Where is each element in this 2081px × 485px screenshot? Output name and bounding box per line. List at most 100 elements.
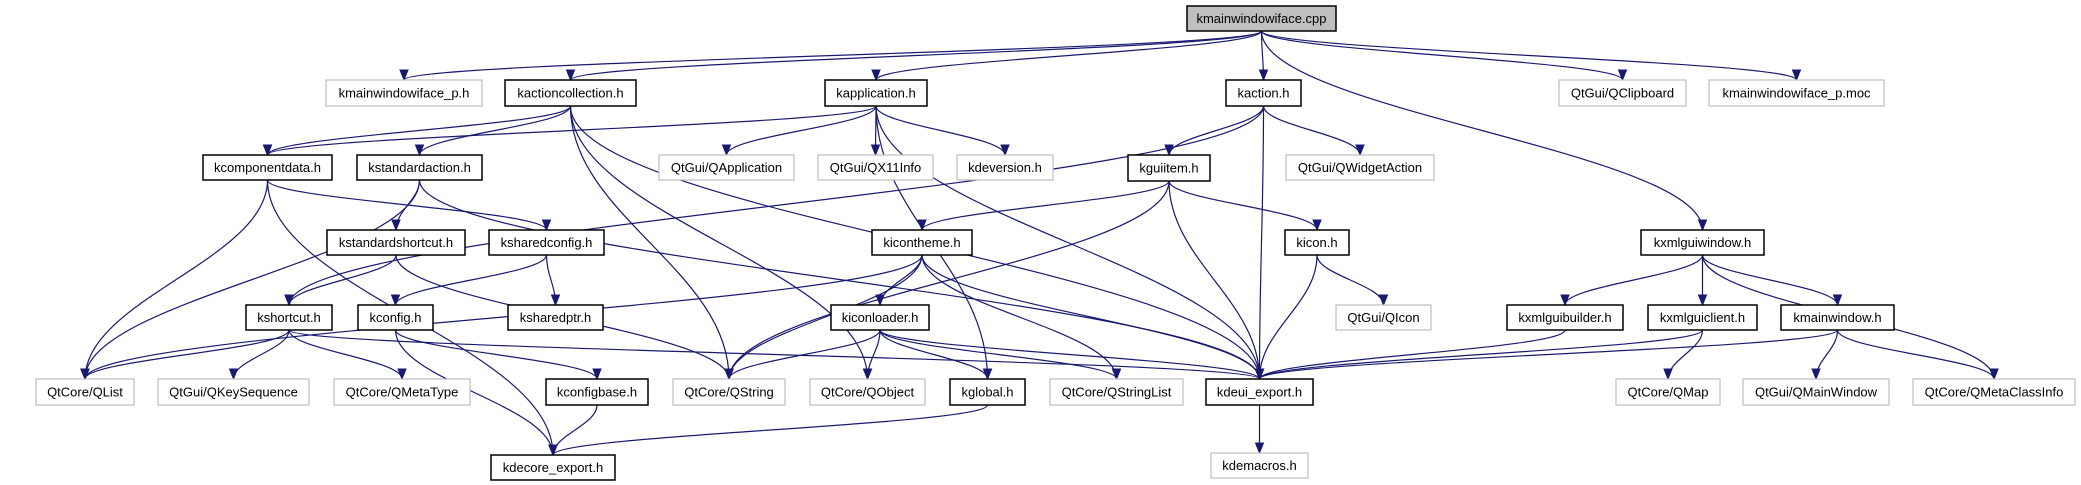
node-kguiitem[interactable]: kguiitem.h: [1127, 154, 1211, 182]
node-box: [325, 79, 483, 107]
edge-line: [728, 329, 881, 380]
arrowhead-icon: [1663, 368, 1673, 381]
edge-line: [1564, 254, 1704, 306]
node-kdeversion: kdeversion.h: [956, 154, 1054, 181]
edge-line: [1258, 329, 1566, 380]
arrowhead-icon: [1697, 294, 1708, 307]
node-box: [1205, 378, 1314, 406]
arrowhead-icon: [1355, 144, 1365, 157]
node-kconfigbase[interactable]: kconfigbase.h: [545, 378, 649, 406]
node-kactioncollection[interactable]: kactioncollection.h: [504, 79, 637, 107]
node-root[interactable]: kmainwindowiface.cpp: [1186, 5, 1337, 32]
edge-root-to-kmainwindowiface-p-h: [399, 30, 1263, 82]
edge-kaction-to-kguiitem: [1164, 105, 1265, 157]
node-label: kconfigbase.h: [557, 385, 637, 400]
edge-kshortcut-to-qmetatype: [288, 329, 407, 381]
edge-line: [921, 254, 1118, 380]
node-kxmlguiwindow[interactable]: kxmlguiwindow.h: [1640, 229, 1765, 256]
node-box: [1708, 79, 1885, 107]
node-kmainwindowiface-p-h: kmainwindowiface_p.h: [325, 79, 483, 107]
edge-kxmlguiclient-to-kdeui-export: [1254, 329, 1704, 381]
edge-kstandardaction-to-qlist: [80, 179, 421, 381]
node-qstringlist: QtCore/QStringList: [1049, 378, 1184, 406]
node-kstandardshortcut[interactable]: kstandardshortcut.h: [326, 229, 466, 256]
node-kxmlguiclient[interactable]: kxmlguiclient.h: [1647, 304, 1758, 331]
edge-kmainwindow-to-qmainwindow: [1811, 329, 1839, 381]
node-box: [1285, 154, 1435, 181]
node-label: QtGui/QX11Info: [830, 160, 922, 175]
node-qicon: QtGui/QIcon: [1335, 304, 1432, 331]
node-box: [326, 229, 466, 256]
edge-kmainwindow-to-kdeui-export: [1254, 329, 1839, 381]
node-qwidgetaction: QtGui/QWidgetAction: [1285, 154, 1435, 181]
node-label: kxmlguiclient.h: [1660, 310, 1745, 325]
node-box: [1284, 229, 1350, 256]
edge-kaction-to-qwidgetaction: [1262, 105, 1365, 157]
edge-line: [288, 329, 403, 380]
arrowhead-icon: [1378, 294, 1389, 307]
node-label: QtCore/QStringList: [1062, 385, 1172, 400]
node-box: [545, 378, 649, 406]
node-box: [357, 304, 434, 331]
node-kstandardaction[interactable]: kstandardaction.h: [356, 154, 483, 181]
arrowhead-icon: [724, 368, 734, 381]
edge-root-to-kapplication: [871, 30, 1263, 82]
node-kicontheme[interactable]: kicontheme.h: [871, 229, 973, 256]
edge-line: [84, 179, 269, 380]
node-ksharedptr[interactable]: ksharedptr.h: [507, 304, 604, 331]
node-layer: kmainwindowiface.cpp kmainwindowiface_p.h…: [35, 5, 2076, 481]
edge-root-to-kactioncollection: [565, 30, 1263, 82]
edge-line: [266, 105, 572, 156]
edge-line: [394, 329, 554, 456]
node-kconfig[interactable]: kconfig.h: [357, 304, 434, 331]
node-kapplication[interactable]: kapplication.h: [824, 79, 928, 107]
node-kaction[interactable]: kaction.h: [1225, 79, 1302, 107]
node-label: QtCore/QMetaClassInfo: [1925, 385, 2064, 400]
arrowhead-icon: [917, 219, 927, 232]
edge-kcomponentdata-to-ksharedconfig: [266, 179, 552, 232]
node-kglobal[interactable]: kglobal.h: [949, 378, 1026, 406]
node-qclipboard: QtGui/QClipboard: [1558, 79, 1687, 107]
edge-kapplication-to-kcomponentdata: [262, 105, 877, 157]
node-kcomponentdata[interactable]: kcomponentdata.h: [202, 154, 333, 181]
edge-line: [728, 254, 923, 380]
node-box: [1742, 378, 1890, 406]
edge-line: [1260, 30, 1798, 81]
node-qlist: QtCore/QList: [35, 378, 135, 406]
edge-line: [288, 105, 1265, 306]
node-label: kdecore_export.h: [503, 460, 603, 475]
edge-line: [569, 105, 730, 380]
node-label: kiconloader.h: [842, 310, 919, 325]
node-label: kdemacros.h: [1222, 458, 1296, 473]
node-box: [490, 454, 616, 481]
edge-line: [418, 179, 1261, 380]
node-box: [1049, 378, 1184, 406]
node-kiconloader[interactable]: kiconloader.h: [830, 304, 930, 331]
node-box: [809, 378, 926, 406]
arrowhead-icon: [399, 69, 409, 82]
node-ksharedconfig[interactable]: ksharedconfig.h: [488, 229, 605, 256]
node-kicon[interactable]: kicon.h: [1284, 229, 1350, 256]
edge-kshortcut-to-qlist: [80, 329, 290, 381]
node-label: kdeversion.h: [968, 160, 1042, 175]
node-kdeui-export[interactable]: kdeui_export.h: [1205, 378, 1314, 406]
node-label: kcomponentdata.h: [214, 160, 321, 175]
node-kmainwindowiface-moc: kmainwindowiface_p.moc: [1708, 79, 1885, 107]
node-qmainwindow: QtGui/QMainWindow: [1742, 378, 1890, 406]
arrowhead-icon: [871, 69, 881, 82]
edge-kaction-to-kdeui-export: [1254, 105, 1265, 381]
node-box: [507, 304, 604, 331]
edge-line: [1260, 30, 1624, 81]
node-box: [956, 154, 1054, 181]
edge-line: [266, 105, 877, 156]
edge-kxmlguiclient-to-qmap: [1663, 329, 1704, 381]
node-kmainwindow[interactable]: kmainwindow.h: [1780, 304, 1895, 331]
edge-line: [288, 329, 1261, 380]
node-kxmlguibuilder[interactable]: kxmlguibuilder.h: [1506, 304, 1624, 331]
node-kdecore-export[interactable]: kdecore_export.h: [490, 454, 616, 481]
edge-kguiitem-to-qstring: [724, 180, 1170, 381]
node-label: kshortcut.h: [257, 310, 321, 325]
arrowhead-icon: [228, 368, 239, 381]
node-kshortcut[interactable]: kshortcut.h: [245, 304, 333, 331]
arrowhead-icon: [565, 69, 576, 82]
